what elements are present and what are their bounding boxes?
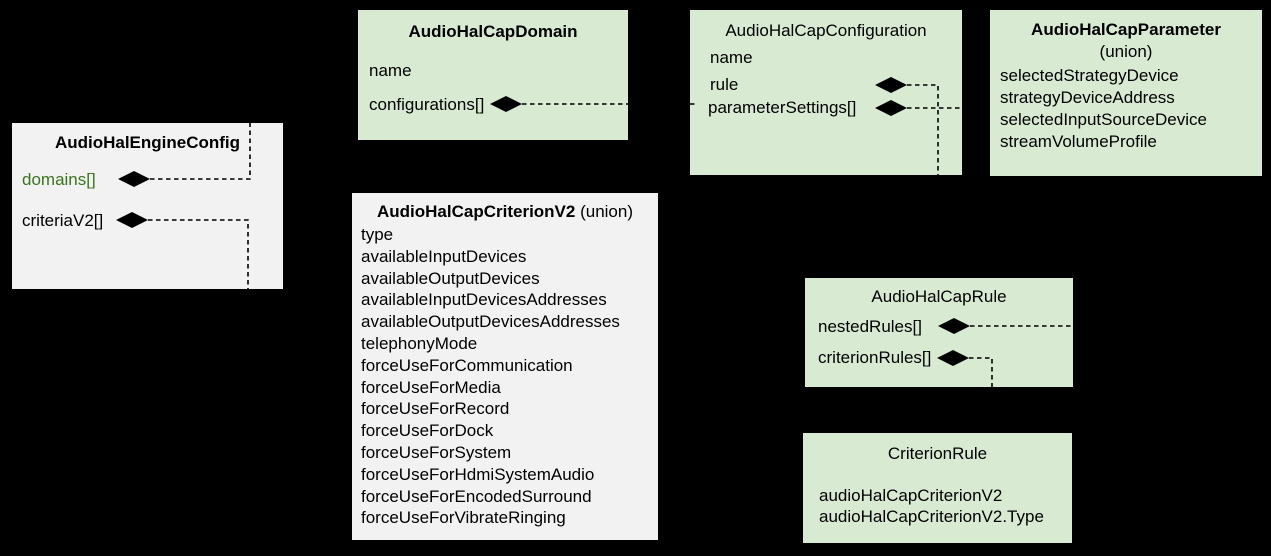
field-selectedinputsourcedevice: selectedInputSourceDevice [1000, 110, 1207, 129]
field-audiohalcapcriterionv2type: audioHalCapCriterionV2.Type [819, 507, 1044, 526]
class-title-audiohalcapparameter: AudioHalCapParameter [1031, 20, 1221, 39]
class-box-criterionrule: CriterionRule audioHalCapCriterionV2 aud… [803, 433, 1072, 543]
field-forceuseforencodedsurround: forceUseForEncodedSurround [361, 486, 592, 506]
field-list: selectedStrategyDevice strategyDeviceAdd… [1000, 65, 1207, 153]
field-selectedstrategydevice: selectedStrategyDevice [1000, 66, 1179, 85]
class-title-criterionrule: CriterionRule [887, 444, 988, 463]
field-audiohalcapcriterionv2: audioHalCapCriterionV2 [819, 486, 1003, 505]
class-title-audiohalcapcriterionv2: AudioHalCapCriterionV2 (union) [352, 202, 658, 222]
field-criteriav2: criteriaV2[] [22, 211, 104, 230]
field-configurations: configurations[] [369, 95, 485, 114]
field-type: type [361, 225, 394, 244]
field-strategydeviceaddress: strategyDeviceAddress [1000, 88, 1175, 107]
field-criterionrules: criterionRules[] [818, 348, 932, 367]
class-box-audiohalcaprule: AudioHalCapRule nestedRules[] criterionR… [805, 278, 1073, 387]
class-title-audiohalcapdomain: AudioHalCapDomain [408, 22, 578, 41]
class-box-audiohalcapcriterionv2: AudioHalCapCriterionV2 (union) type avai… [352, 193, 658, 540]
field-list: type availableInputDevices availableOutp… [361, 224, 620, 529]
class-title-audiohalcapconfiguration: AudioHalCapConfiguration [725, 21, 927, 40]
field-streamvolumeprofile: streamVolumeProfile [1000, 132, 1157, 151]
field-domains: domains[] [22, 170, 96, 189]
field-parametersettings: parameterSettings[] [708, 98, 857, 117]
class-box-audiohalcapdomain: AudioHalCapDomain name configurations[] [358, 10, 628, 140]
class-title-audiohalcaprule: AudioHalCapRule [871, 287, 1007, 306]
field-forceuseforrecord: forceUseForRecord [361, 399, 510, 419]
field-telephonymode: telephonyMode [361, 333, 478, 353]
class-box-audiohalcapconfiguration: AudioHalCapConfiguration name rule param… [690, 10, 962, 175]
field-availableoutputdevicesaddresses: availableOutputDevicesAddresses [361, 312, 620, 332]
class-title-main: AudioHalCapCriterionV2 [377, 202, 576, 221]
field-availableoutputdevices: availableOutputDevices [361, 268, 540, 288]
field-availableinputdevicesaddresses: availableInputDevicesAddresses [361, 290, 607, 310]
field-forceusefordock: forceUseForDock [361, 421, 494, 441]
field-forceuseforcommunication: forceUseForCommunication [361, 355, 573, 375]
field-forceuseforsystem: forceUseForSystem [361, 442, 512, 462]
field-name: name [710, 48, 753, 67]
field-availableinputdevices: availableInputDevices [361, 246, 527, 266]
class-title-union-suffix: (union) [575, 202, 633, 221]
class-box-audiohalengineconfig: AudioHalEngineConfig domains[] criteriaV… [12, 123, 283, 289]
class-box-audiohalcapparameter: AudioHalCapParameter (union) selectedStr… [990, 10, 1262, 176]
field-forceuseforvibrateringing: forceUseForVibrateRinging [361, 508, 566, 528]
field-forceuseformedia: forceUseForMedia [361, 377, 501, 397]
field-forceuseforhdmisystemaudio: forceUseForHdmiSystemAudio [361, 464, 595, 484]
class-subtitle-union: (union) [1099, 42, 1153, 61]
field-rule: rule [710, 75, 739, 94]
field-name: name [369, 61, 412, 80]
field-nestedrules: nestedRules[] [818, 317, 922, 336]
class-title-audiohalengineconfig: AudioHalEngineConfig [54, 133, 241, 152]
